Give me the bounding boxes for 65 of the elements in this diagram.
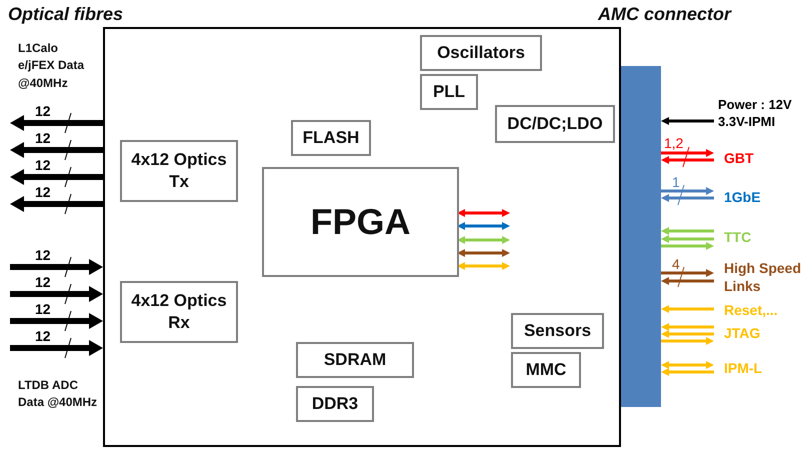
arrow bbox=[10, 259, 103, 275]
edge-label: 12 bbox=[34, 248, 52, 262]
component-box: 4x12 Optics Rx bbox=[120, 281, 238, 343]
signal-label: JTAG bbox=[714, 323, 769, 343]
arrow bbox=[10, 286, 103, 302]
component-box: Sensors bbox=[511, 313, 604, 349]
arrow bbox=[661, 235, 714, 243]
arrow bbox=[661, 194, 714, 202]
edge-label: 12 bbox=[34, 302, 52, 316]
signal-label: Reset,... bbox=[714, 300, 799, 320]
edge-label: 12 bbox=[34, 329, 52, 343]
arrow bbox=[457, 209, 510, 217]
arrow bbox=[661, 361, 714, 369]
signal-label: IPM-L bbox=[714, 358, 769, 378]
arrow bbox=[661, 156, 714, 164]
arrow bbox=[661, 277, 714, 285]
data-source-label: LTDB ADC Data @40MHz bbox=[18, 377, 98, 412]
arrow bbox=[457, 222, 510, 230]
component-box: SDRAM bbox=[296, 342, 414, 378]
arrow bbox=[661, 330, 714, 338]
fpga-box: FPGA bbox=[262, 167, 459, 277]
arrow bbox=[661, 269, 714, 277]
edge-label: 12 bbox=[34, 131, 52, 145]
arrow bbox=[661, 149, 714, 157]
arrow bbox=[10, 169, 103, 185]
edge-label: 12 bbox=[34, 104, 52, 118]
edge-label: 1,2 bbox=[663, 136, 684, 150]
arrow bbox=[661, 187, 714, 195]
arrow bbox=[661, 368, 714, 376]
arrow bbox=[661, 242, 714, 250]
arrow bbox=[661, 323, 714, 331]
arrow bbox=[10, 142, 103, 158]
arrow bbox=[457, 262, 510, 270]
arrow bbox=[10, 115, 103, 131]
arrow bbox=[661, 227, 714, 235]
signal-label: GBT bbox=[714, 148, 764, 168]
section-heading: Optical fibres bbox=[8, 3, 124, 26]
arrow bbox=[661, 305, 714, 313]
arrow bbox=[661, 337, 714, 345]
component-box: MMC bbox=[511, 352, 581, 388]
edge-label: 12 bbox=[34, 275, 52, 289]
arrow bbox=[661, 117, 714, 125]
edge-label: 12 bbox=[34, 185, 52, 199]
arrow bbox=[10, 340, 103, 356]
data-source-label: L1Calo e/jFEX Data @40MHz bbox=[18, 40, 86, 92]
signal-label: 1GbE bbox=[714, 187, 774, 207]
component-box: PLL bbox=[420, 74, 478, 110]
section-heading: AMC connector bbox=[598, 3, 732, 26]
edge-label: 4 bbox=[671, 257, 681, 271]
edge-label: 1 bbox=[671, 175, 681, 189]
component-box: FLASH bbox=[291, 120, 371, 156]
signal-label: Power : 12V 3.3V-IPMI bbox=[714, 94, 803, 134]
board-outline bbox=[103, 27, 621, 447]
signal-label: TTC bbox=[714, 227, 764, 247]
arrow bbox=[457, 236, 510, 244]
component-box: Oscillators bbox=[420, 35, 542, 71]
connector-bar bbox=[621, 66, 661, 407]
signal-label: High Speed Links bbox=[714, 257, 803, 297]
component-box: DC/DC;LDO bbox=[495, 105, 615, 143]
arrow bbox=[10, 313, 103, 329]
component-box: 4x12 Optics Tx bbox=[120, 140, 238, 202]
edge-label: 12 bbox=[34, 158, 52, 172]
component-box: DDR3 bbox=[296, 386, 374, 422]
arrow bbox=[457, 249, 510, 257]
arrow bbox=[10, 196, 103, 212]
